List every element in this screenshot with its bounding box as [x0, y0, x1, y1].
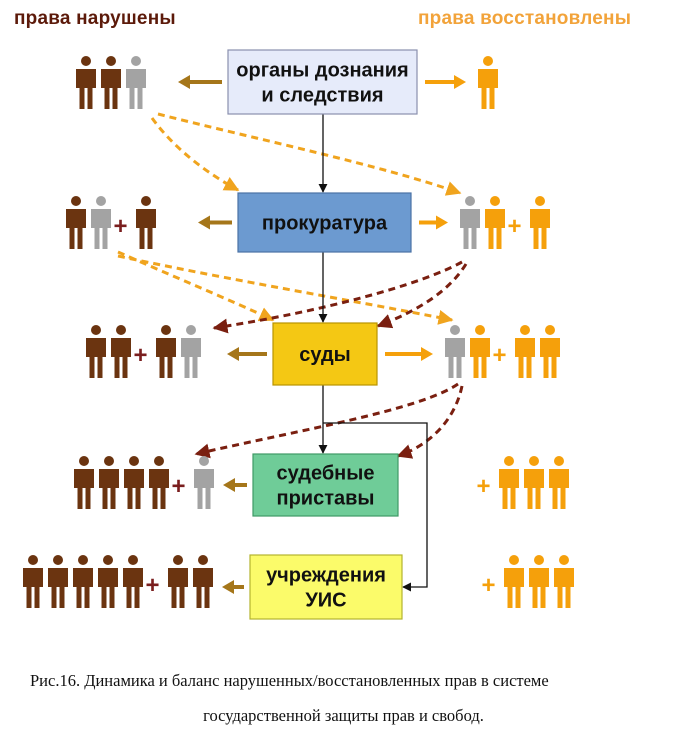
violated-group-row-5: + — [23, 555, 213, 608]
person-icon — [193, 555, 213, 608]
box-uis-label: учреждения — [266, 565, 386, 587]
person-icon — [126, 56, 146, 109]
figure-caption-line-1: Рис.16. Динамика и баланс нарушенных/вос… — [30, 671, 549, 690]
process-flow-arrows — [318, 114, 428, 592]
restored-group-row-1 — [478, 56, 498, 109]
person-icon — [76, 56, 96, 109]
dashed-restored-row2-to-violated-row3 — [212, 260, 463, 334]
box-uis-label: УИС — [305, 590, 346, 612]
plus-sign: + — [492, 342, 506, 369]
person-icon — [48, 555, 68, 608]
arrow-left-uis — [222, 580, 244, 594]
person-icon — [156, 325, 176, 378]
rights-flow-diagram: органы дознания и следствия прокуратура суд… — [23, 49, 574, 620]
person-icon — [181, 325, 201, 378]
dashed-row2-to-courts — [117, 250, 275, 322]
person-icon — [515, 325, 535, 378]
person-icon — [98, 555, 118, 608]
dashed-restored-row3-to-violated-row4 — [194, 382, 459, 459]
box-bailiffs-shape — [252, 453, 399, 517]
box-courts-label: суды — [299, 344, 351, 366]
violated-group-row-1 — [76, 56, 146, 109]
flow-courts-to-uis — [323, 422, 428, 592]
arrow-left-bailiffs — [223, 478, 247, 492]
arrow-left-organs — [178, 75, 222, 89]
box-courts: суды — [272, 322, 378, 386]
side-arrows — [178, 75, 466, 594]
restored-group-row-2: + — [460, 196, 550, 249]
person-icon — [149, 456, 169, 509]
people-groups: + + + + + + + + — [23, 56, 574, 608]
box-prosecutor-shape — [237, 192, 412, 253]
restored-rights-header: права восстановлены — [418, 8, 632, 29]
restored-group-row-3: + — [445, 325, 560, 378]
box-organs: органы дознания и следствия — [227, 49, 418, 115]
person-icon — [124, 456, 144, 509]
person-icon — [445, 325, 465, 378]
arrow-right-prosecutor — [419, 215, 448, 230]
person-icon — [485, 196, 505, 249]
person-icon — [66, 196, 86, 249]
box-courts-shape — [272, 322, 378, 386]
person-icon — [101, 56, 121, 109]
person-icon — [111, 325, 131, 378]
plus-sign: + — [171, 473, 185, 500]
arrow-left-courts — [227, 347, 267, 361]
person-icon — [86, 325, 106, 378]
violated-rights-header: права нарушены — [14, 8, 176, 29]
arrow-right-organs — [425, 75, 466, 89]
person-icon — [74, 456, 94, 509]
violated-group-row-3: + — [86, 325, 201, 378]
person-icon — [530, 196, 550, 249]
transition-arrows — [117, 112, 468, 459]
box-organs-shape — [227, 49, 418, 115]
person-icon — [470, 325, 490, 378]
person-icon — [549, 456, 569, 509]
person-icon — [23, 555, 43, 608]
box-bailiffs-label: приставы — [276, 488, 374, 510]
person-icon — [168, 555, 188, 608]
person-icon — [194, 456, 214, 509]
violated-group-row-4: + — [74, 456, 214, 509]
plus-sign: + — [507, 213, 521, 240]
plus-sign: + — [145, 572, 159, 599]
box-bailiffs: судебные приставы — [252, 453, 399, 517]
dashed-row2-to-restored-row3 — [117, 254, 454, 325]
person-icon — [524, 456, 544, 509]
box-prosecutor-label: прокуратура — [262, 213, 388, 235]
box-bailiffs-label: судебные — [277, 463, 375, 485]
plus-sign: + — [481, 572, 495, 599]
plus-sign: + — [133, 342, 147, 369]
arrow-left-prosecutor — [198, 215, 232, 230]
dashed-restored-row2-to-courts — [376, 263, 468, 329]
restored-group-row-4: + — [476, 456, 569, 509]
dashed-row1-to-prosecutor — [150, 117, 240, 192]
person-icon — [91, 196, 111, 249]
arrow-right-courts — [385, 347, 433, 361]
box-prosecutor: прокуратура — [237, 192, 412, 253]
box-uis-shape — [249, 554, 403, 620]
violated-group-row-2: + — [66, 196, 156, 249]
plus-sign: + — [113, 213, 127, 240]
person-icon — [504, 555, 524, 608]
person-icon — [529, 555, 549, 608]
dashed-restored-row3-to-bailiffs — [396, 385, 464, 459]
person-icon — [540, 325, 560, 378]
plus-sign: + — [476, 473, 490, 500]
person-icon — [73, 555, 93, 608]
figure-caption-line-2: государственной защиты прав и свобод. — [203, 706, 484, 725]
restored-group-row-5: + — [481, 555, 574, 608]
box-organs-label: органы дознания — [236, 60, 408, 82]
person-icon — [99, 456, 119, 509]
person-icon — [478, 56, 498, 109]
person-icon — [554, 555, 574, 608]
person-icon — [499, 456, 519, 509]
person-icon — [123, 555, 143, 608]
person-icon — [136, 196, 156, 249]
box-organs-label: и следствия — [261, 85, 383, 107]
dashed-row1-to-restored-row2 — [157, 112, 462, 196]
process-boxes: органы дознания и следствия прокуратура суд… — [227, 49, 418, 620]
person-icon — [460, 196, 480, 249]
